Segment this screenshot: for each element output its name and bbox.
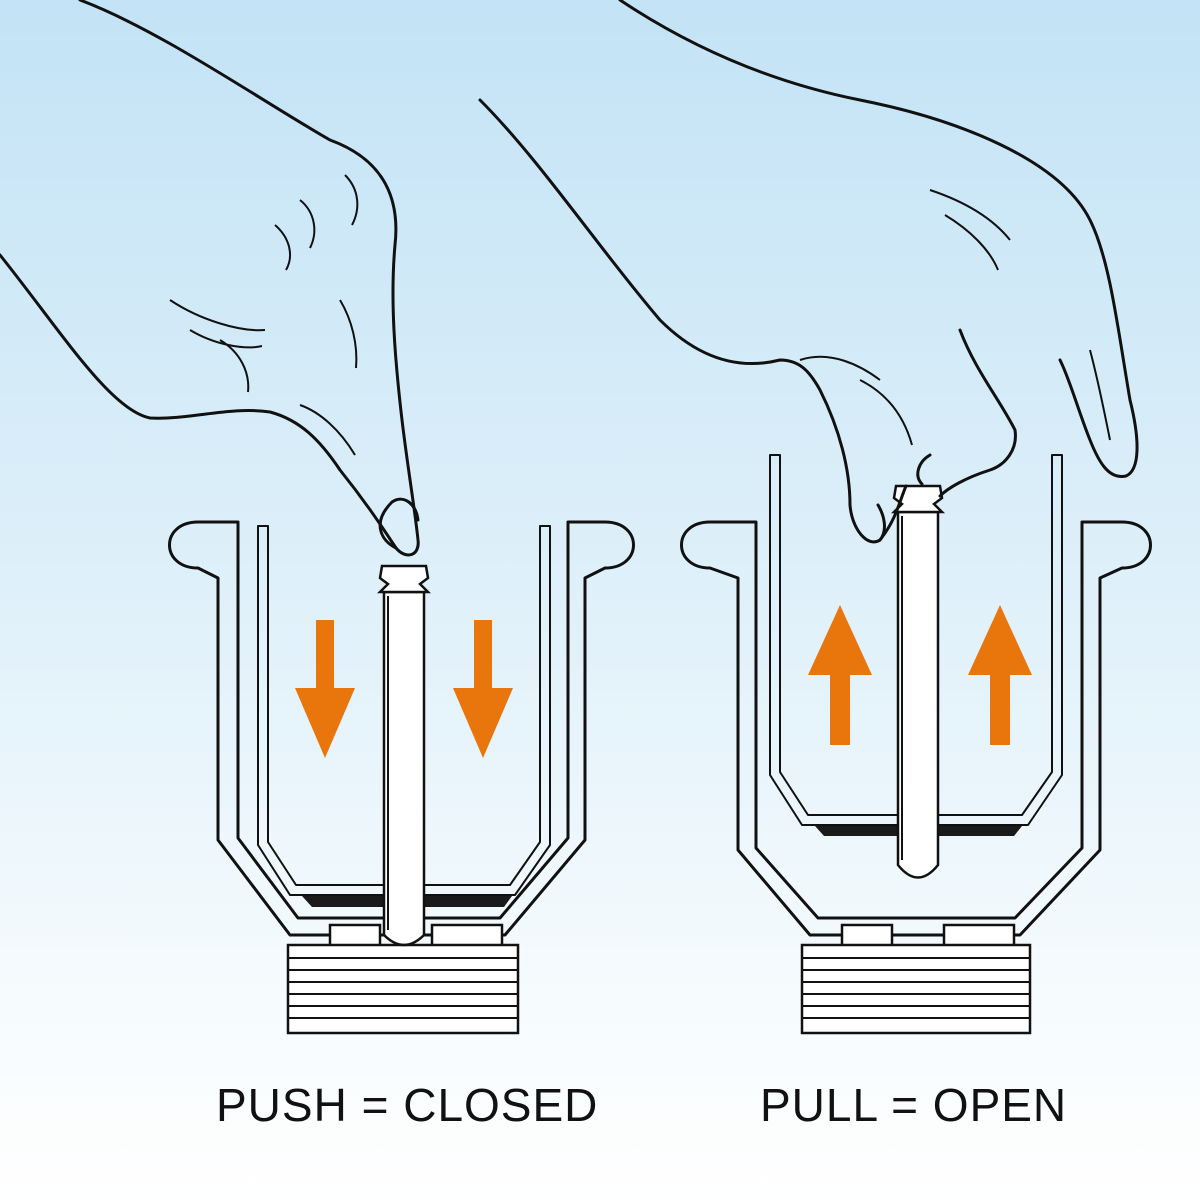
push-arrow-down-right [453,620,513,758]
pull-hand-illustration [480,0,1137,542]
pull-open-caption: PULL = OPEN [760,1078,1067,1132]
push-stem [380,566,428,945]
pull-base-tab-left [842,925,892,947]
push-base-tab-right [432,925,502,947]
pull-stem [894,486,942,878]
pull-arrow-up-left [808,605,872,745]
pull-valve-assembly [682,455,1151,1033]
push-base-tab-left [330,925,380,947]
push-threaded-base [288,945,518,1033]
pull-threaded-base [802,945,1030,1033]
push-closed-caption: PUSH = CLOSED [216,1078,598,1132]
push-hand-illustration [0,0,418,555]
push-valve-assembly [170,522,634,1033]
pull-base-tab-right [944,925,1014,947]
push-arrow-down-left [295,620,355,758]
pull-arrow-up-right [968,605,1032,745]
